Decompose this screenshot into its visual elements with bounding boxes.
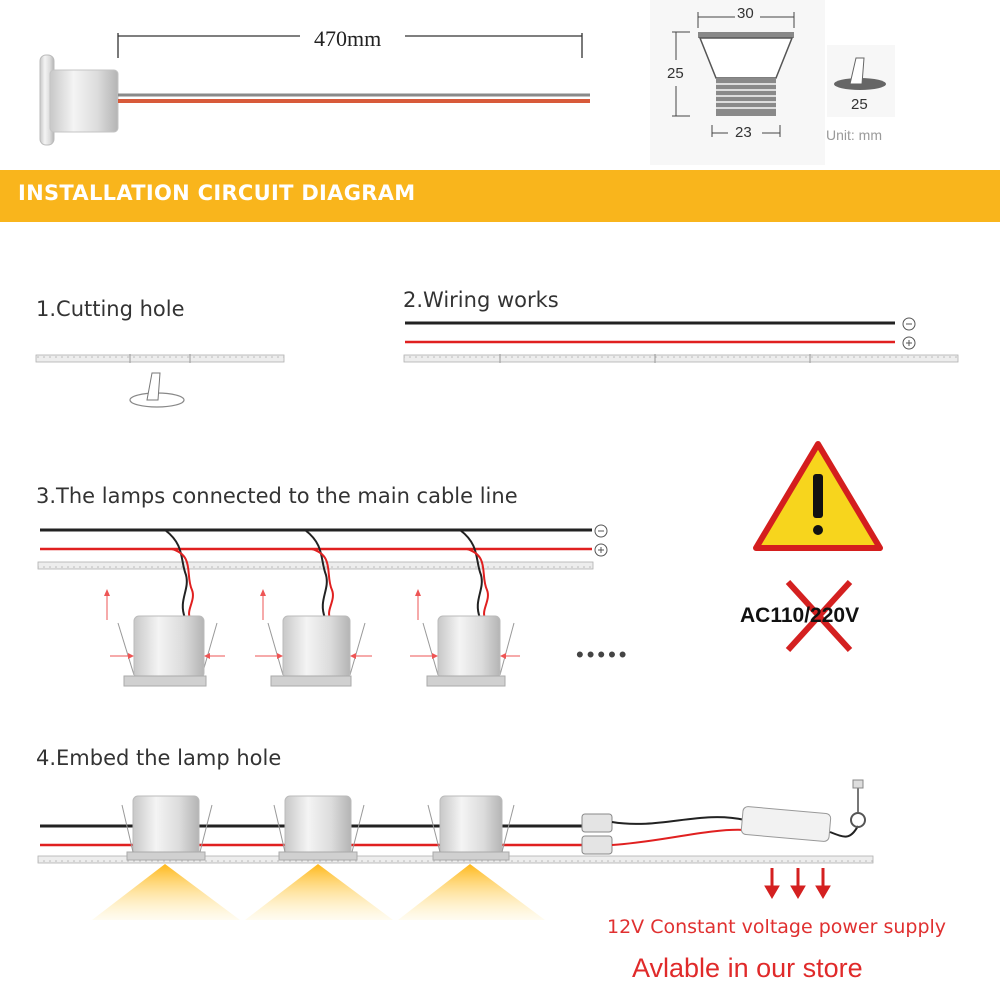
- lamp-connections: [104, 529, 520, 687]
- power-supply-label: 12V Constant voltage power supply: [607, 916, 947, 938]
- section-banner: [0, 170, 1000, 222]
- step-2-label: 2.Wiring works: [403, 288, 559, 312]
- step-4-label: 4.Embed the lamp hole: [36, 746, 282, 770]
- power-supply-wiring: [581, 779, 866, 855]
- power-arrows-icon: [764, 868, 831, 899]
- cutting-hole-board: [35, 354, 285, 408]
- dim-hole-diameter: 25: [851, 96, 868, 113]
- step-1-label: 1.Cutting hole: [36, 297, 185, 321]
- cable-length-label: 470mm: [314, 26, 382, 51]
- store-note: Avlable in our store: [632, 953, 863, 983]
- red-cross-icon: [785, 579, 853, 653]
- unit-label: Unit: mm: [826, 127, 882, 143]
- dim-bottom-width: 23: [735, 124, 752, 141]
- dimension-drawing: [650, 0, 895, 165]
- warning-triangle-icon: [753, 441, 883, 551]
- lamp-3: [410, 529, 520, 687]
- wiring-works: [403, 317, 959, 363]
- embedded-lamps: [37, 795, 874, 920]
- continuation-dots: •••••: [576, 642, 630, 667]
- lamp-2: [255, 529, 372, 687]
- banner-title: INSTALLATION CIRCUIT DIAGRAM: [18, 181, 416, 205]
- step-3-label: 3.The lamps connected to the main cable …: [36, 484, 518, 508]
- dim-height: 25: [667, 65, 684, 82]
- product-cable-image: [39, 33, 590, 146]
- lamp-1: [104, 529, 225, 687]
- dim-top-width: 30: [737, 5, 754, 22]
- main-cable-line: [37, 524, 608, 570]
- ac-voltage-label: AC110/220V: [740, 604, 860, 627]
